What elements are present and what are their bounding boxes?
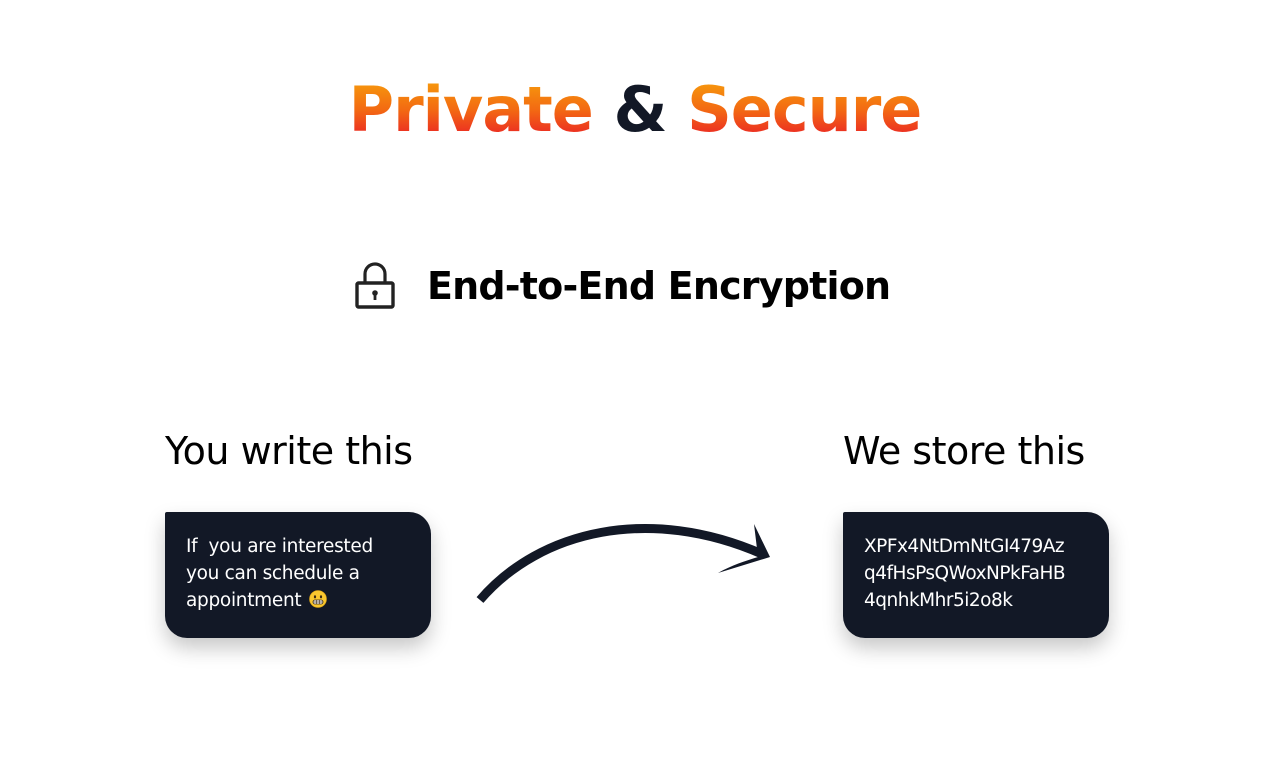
- curved-arrow-icon: [476, 524, 770, 603]
- cipher-line: XPFx4NtDmNtGI479Az: [864, 536, 1065, 557]
- encrypted-message-bubble: XPFx4NtDmNtGI479Az q4fHsPsQWoxNPkFaHB 4q…: [843, 512, 1109, 638]
- message-line-last: appointment: [186, 587, 419, 614]
- cipher-line: 4qnhkMhr5i2o8k: [864, 590, 1013, 611]
- headline-ampersand: &: [613, 73, 667, 146]
- lock-icon: [355, 262, 395, 309]
- message-line-text: appointment: [186, 590, 302, 611]
- message-line: If you are interested: [186, 536, 373, 557]
- plaintext-message-bubble: If you are interested you can schedule a…: [165, 512, 431, 638]
- feature-title: End-to-End Encryption: [427, 264, 891, 308]
- feature-heading: End-to-End Encryption: [354, 258, 891, 314]
- we-store-label: We store this: [843, 429, 1085, 473]
- cipher-line: q4fHsPsQWoxNPkFaHB: [864, 563, 1066, 584]
- headline-word-private: Private: [348, 73, 594, 146]
- headline: Private & Secure: [0, 74, 1270, 146]
- message-line: you can schedule a: [186, 563, 360, 584]
- headline-word-secure: Secure: [687, 73, 922, 146]
- you-write-label: You write this: [165, 429, 413, 473]
- grimacing-face-emoji-icon: [309, 590, 327, 608]
